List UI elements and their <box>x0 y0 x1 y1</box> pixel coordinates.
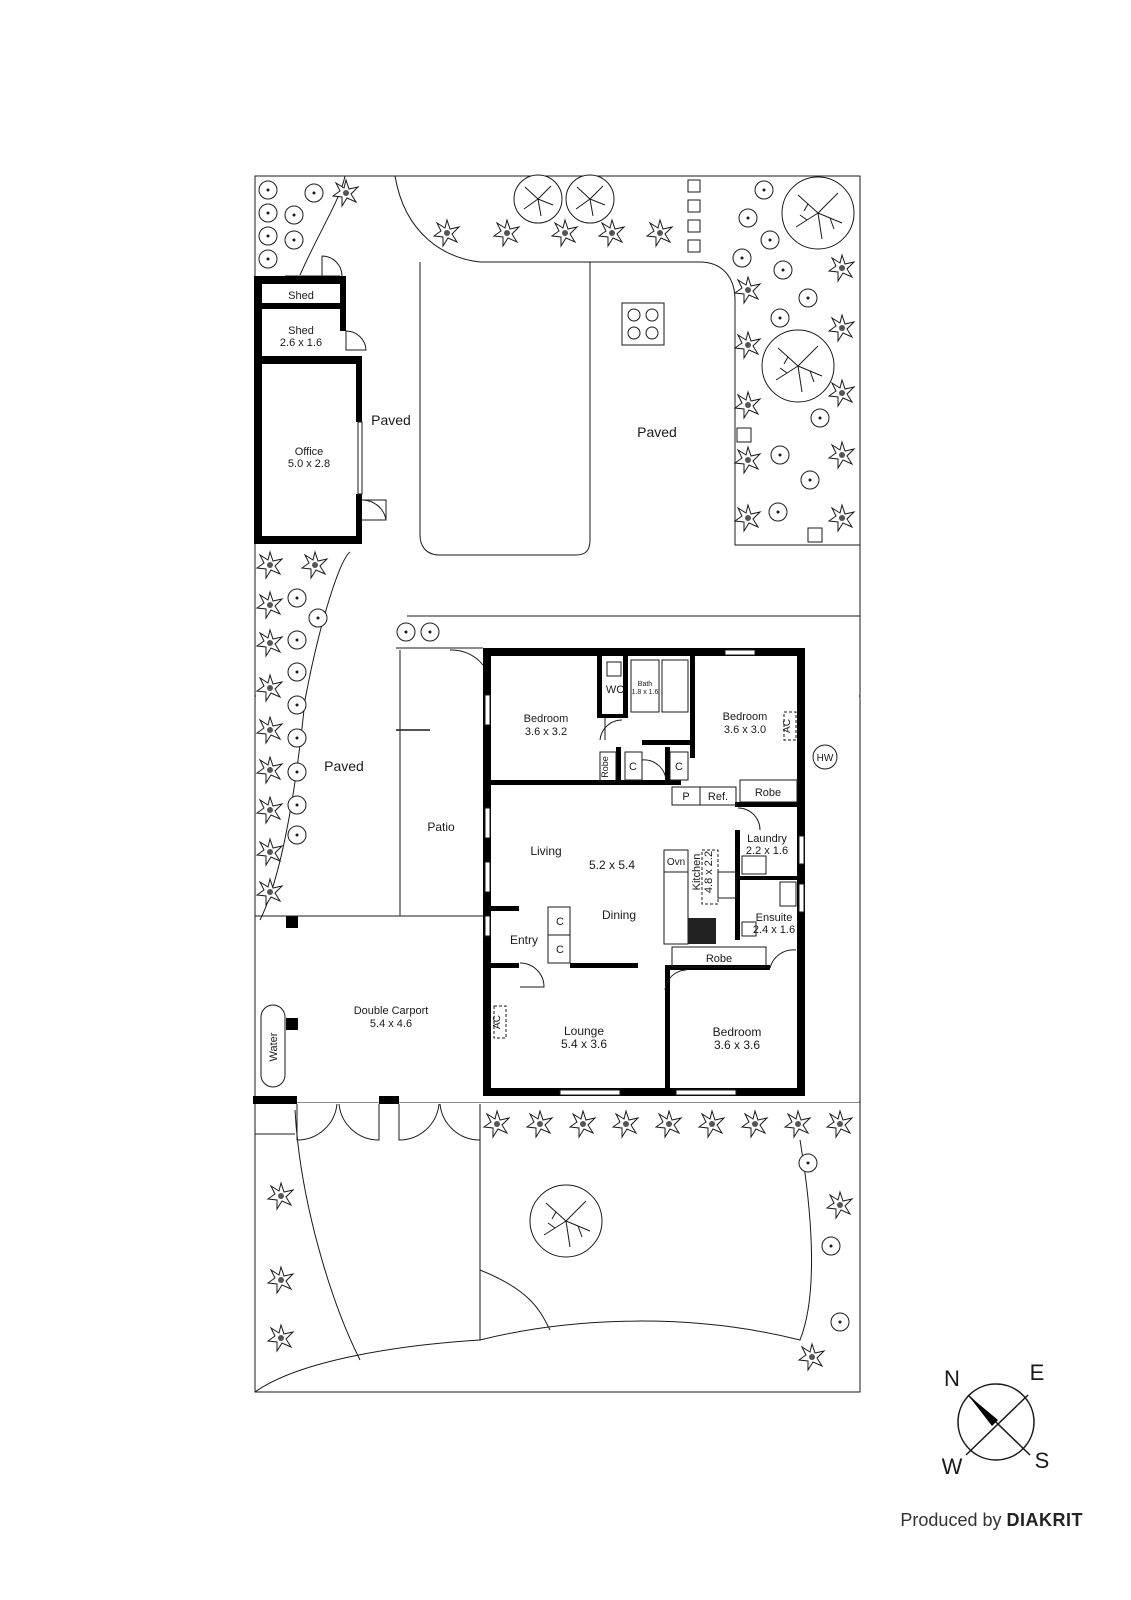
bath-dim: 1.8 x 1.6 <box>632 689 659 696</box>
office-dim: 5.0 x 2.8 <box>288 458 330 470</box>
paved-label: Paved <box>324 758 364 774</box>
robe-label: Robe <box>600 756 610 778</box>
room-labels: Shed Shed 2.6 x 1.6 Office 5.0 x 2.8 Pav… <box>268 290 834 1061</box>
pantry-label: P <box>682 791 689 803</box>
laundry-label: Laundry <box>747 833 787 845</box>
compass: N E S W <box>942 1360 1050 1479</box>
credit-line: Produced by DIAKRIT <box>900 1510 1083 1531</box>
kitchen-dim: 4.8 x 2.2 <box>703 851 715 893</box>
door-swings <box>449 649 797 991</box>
cupboard-label: C <box>556 944 564 956</box>
tree-icon <box>565 174 615 224</box>
bath-label: Bath <box>638 681 653 688</box>
dining-label: Dining <box>602 908 636 922</box>
kitchen-label: Kitchen <box>691 854 703 891</box>
robe-label: Robe <box>706 953 732 965</box>
planter-box <box>621 302 665 346</box>
tree-icon <box>529 1184 603 1258</box>
compass-w: W <box>942 1454 963 1479</box>
credit-brand: DIAKRIT <box>1006 1510 1083 1530</box>
carport-label: Double Carport <box>354 1005 429 1017</box>
compass-e: E <box>1030 1360 1045 1385</box>
tree-icon <box>513 174 563 224</box>
wc-label: WC <box>606 684 624 696</box>
cupboard-label: C <box>629 761 637 773</box>
tree-icon <box>761 329 835 403</box>
bedroom-label: Bedroom <box>524 713 569 725</box>
fittings <box>493 659 798 1039</box>
living-label: Living <box>530 844 561 858</box>
cupboard-label: C <box>675 761 683 773</box>
stepping-stones <box>687 179 823 543</box>
paved-label: Paved <box>637 424 677 440</box>
ensuite-dim: 2.4 x 1.6 <box>753 924 795 936</box>
ac-label: AC <box>782 719 793 733</box>
ac-label: AC <box>492 1015 503 1029</box>
paved-label: Paved <box>371 412 411 428</box>
carport-dim: 5.4 x 4.6 <box>370 1018 412 1030</box>
bedroom-dim: 3.6 x 3.0 <box>724 724 766 736</box>
living-dim: 5.2 x 5.4 <box>589 858 635 872</box>
patio-label: Patio <box>427 820 455 834</box>
office-building <box>254 255 387 544</box>
rear-garden-edge <box>590 261 860 546</box>
laundry-dim: 2.2 x 1.6 <box>746 845 788 857</box>
water-tank-label: Water <box>268 1032 280 1061</box>
compass-s: S <box>1035 1448 1050 1473</box>
oven-label: Ovn <box>667 857 685 868</box>
fridge-label: Ref. <box>708 791 728 803</box>
bedroom-dim: 3.6 x 3.2 <box>525 726 567 738</box>
shed-dim: 2.6 x 1.6 <box>280 337 322 349</box>
shed-label: Shed <box>288 325 314 337</box>
compass-north-arrow-icon <box>968 1395 998 1426</box>
lounge-label: Lounge <box>564 1024 604 1038</box>
ensuite-label: Ensuite <box>756 912 793 924</box>
robe-label: Robe <box>755 787 781 799</box>
hw-label: HW <box>817 753 834 764</box>
bedroom-dim: 3.6 x 3.6 <box>714 1038 760 1052</box>
front-lawn-outline <box>479 1110 813 1341</box>
hot-water-unit <box>812 744 838 770</box>
lounge-dim: 5.4 x 3.6 <box>561 1037 607 1051</box>
windows <box>484 649 805 1096</box>
bedroom-label: Bedroom <box>723 711 768 723</box>
rear-paved-outline <box>394 175 591 556</box>
compass-n: N <box>944 1366 960 1391</box>
shed-small-label: Shed <box>288 290 314 302</box>
bedroom-label: Bedroom <box>713 1025 762 1039</box>
office-label: Office <box>295 446 324 458</box>
tree-icon <box>781 176 855 250</box>
credit-prefix: Produced by <box>900 1510 1002 1530</box>
cupboard-label: C <box>556 916 564 928</box>
carport <box>253 915 483 1141</box>
entry-label: Entry <box>510 933 538 947</box>
